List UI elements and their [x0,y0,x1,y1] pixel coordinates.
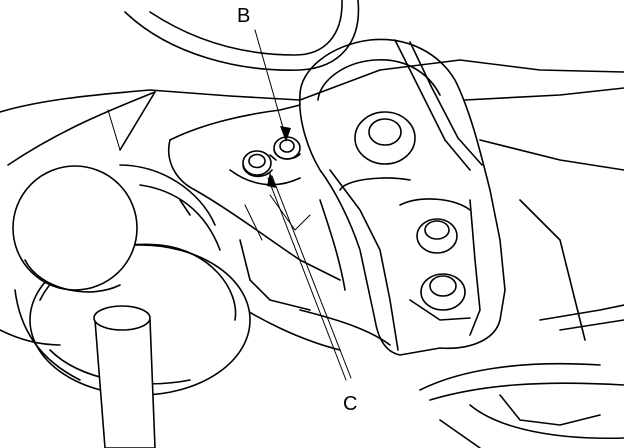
callout-label-b: B [237,5,250,27]
subframe [419,199,624,448]
axle-shaft [93,305,156,448]
mount-bracket [298,38,506,356]
hose [124,0,360,71]
bolt-b [273,136,301,160]
leader-lines [254,29,352,381]
transmission-housing [168,104,391,351]
body-panel [0,59,624,171]
bolt-c [242,150,277,178]
bracket-bosses [354,111,466,311]
callout-label-c: C [343,393,357,415]
